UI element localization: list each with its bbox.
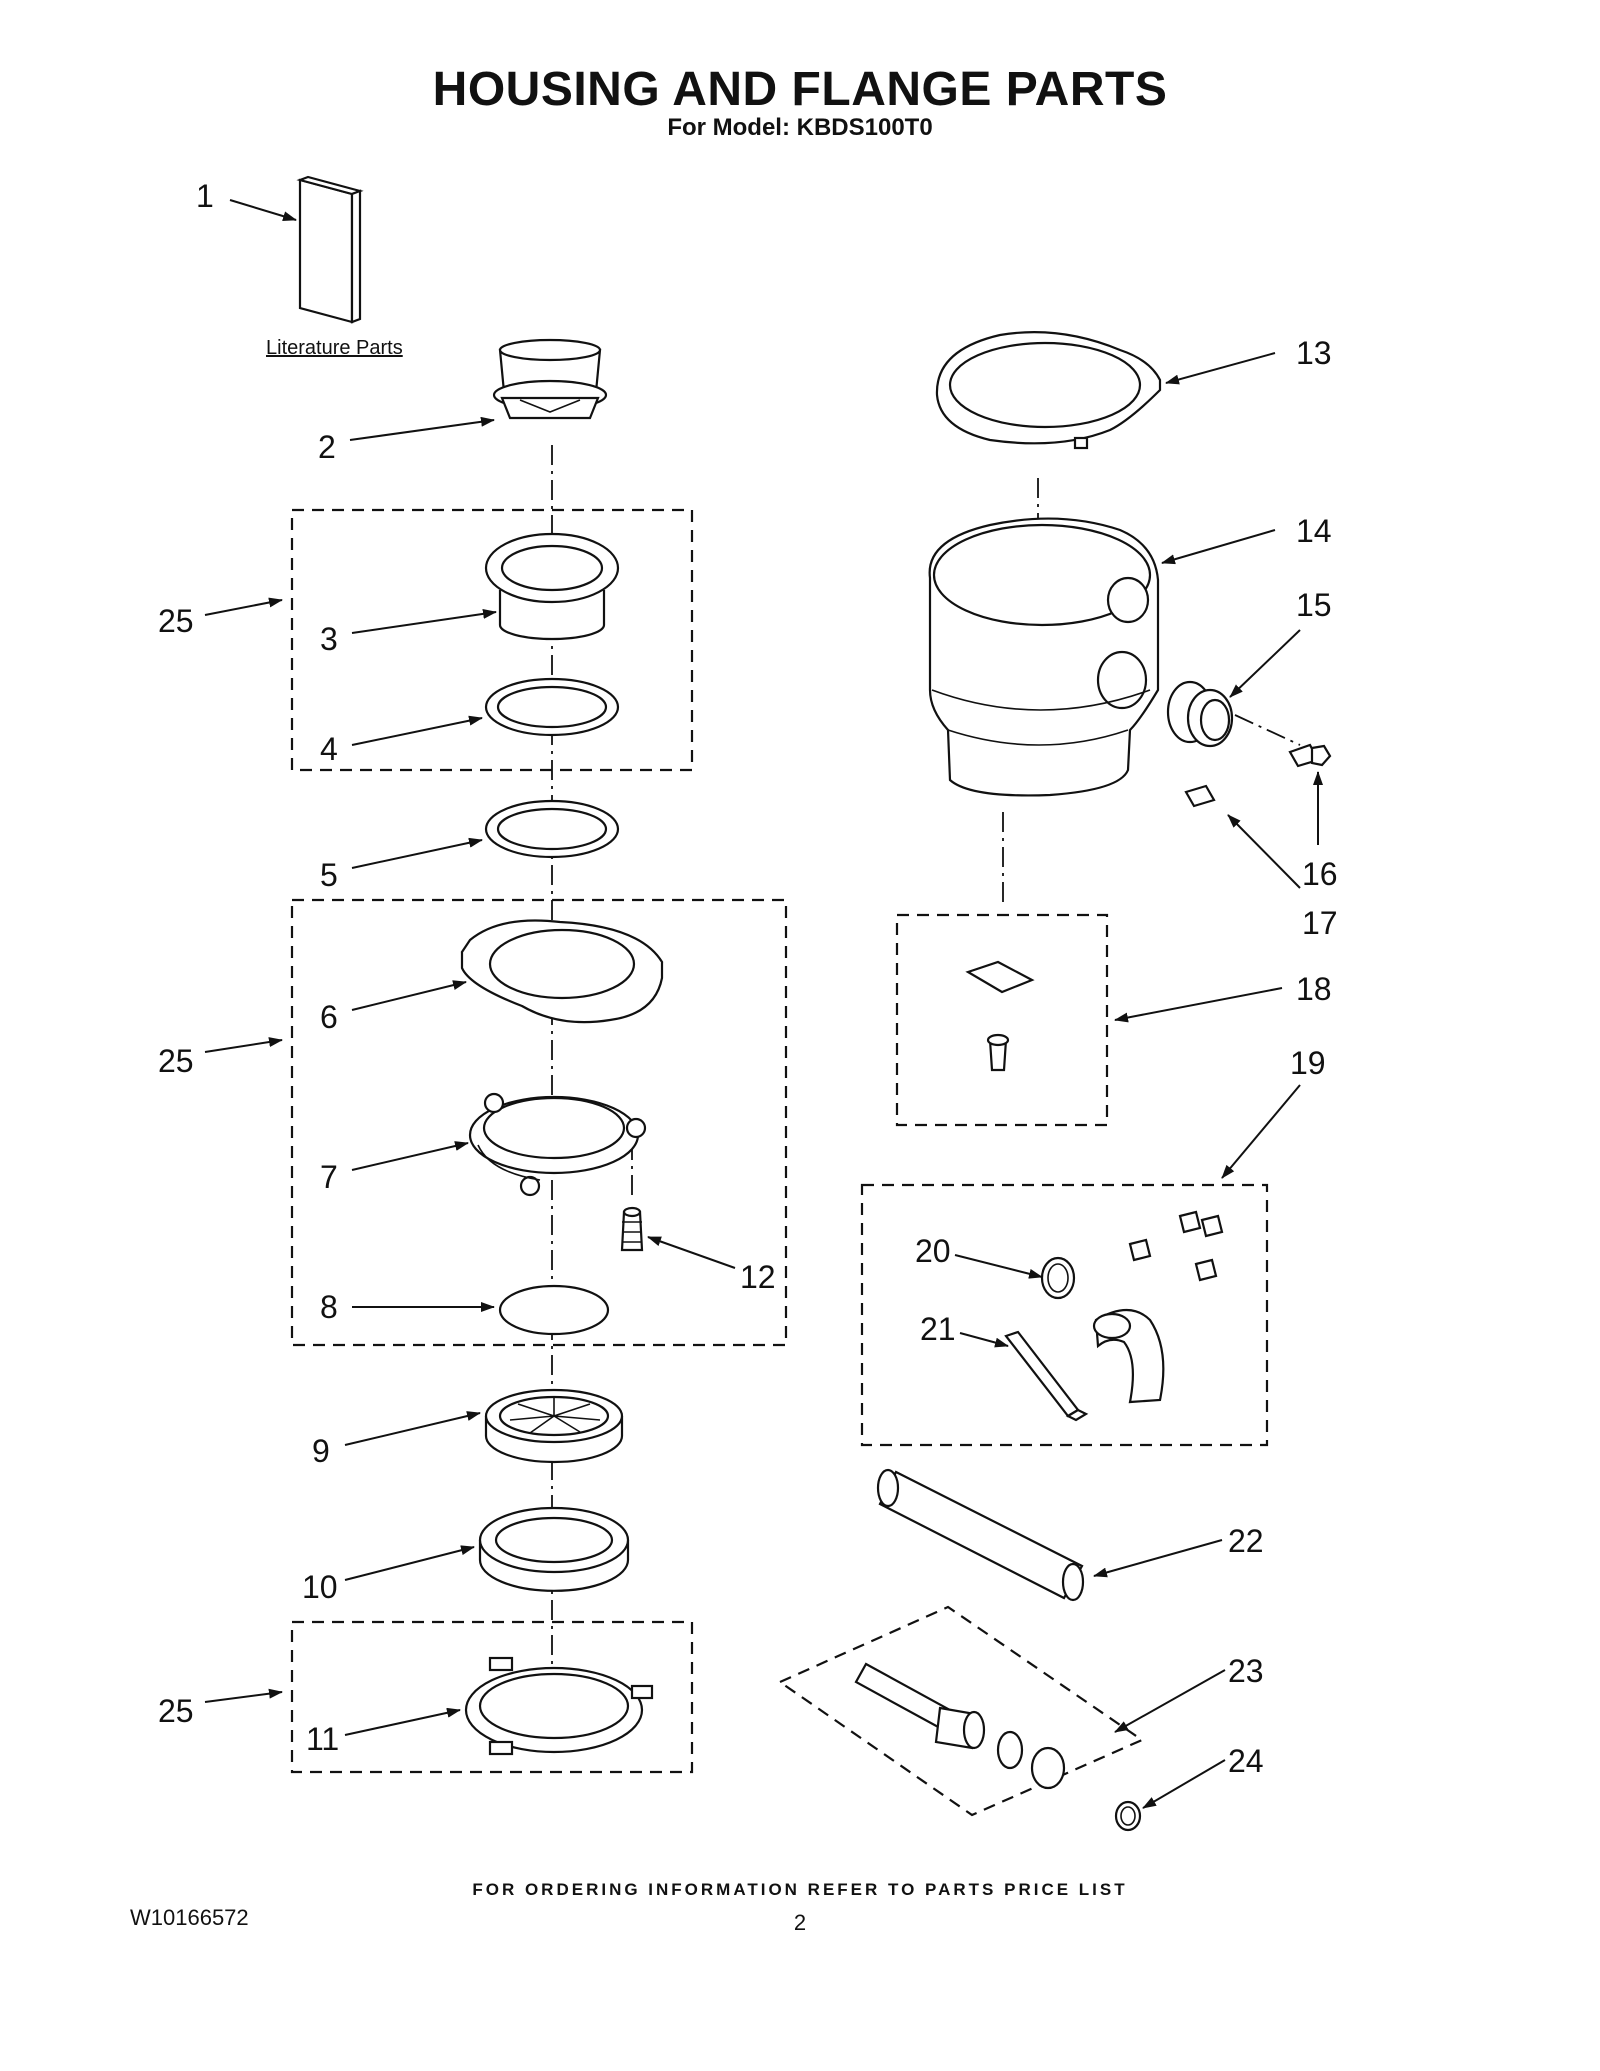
part-18-label-and-screw xyxy=(965,960,1035,1072)
model-subtitle: For Model: KBDS100T0 xyxy=(667,114,933,141)
callout-3: 3 xyxy=(320,621,338,657)
callout-11: 11 xyxy=(306,1721,339,1757)
callout-19: 19 xyxy=(1290,1045,1326,1081)
part-20-clamp-band xyxy=(1040,1256,1076,1300)
leader-lines xyxy=(204,199,1323,1809)
part-23-inlet-kit xyxy=(854,1662,1066,1790)
callout-20: 20 xyxy=(915,1233,951,1269)
callout-23: 23 xyxy=(1228,1653,1264,1689)
part-17-clip xyxy=(1184,784,1216,808)
part-6-fiber-gasket xyxy=(460,919,664,1024)
callout-6: 6 xyxy=(320,999,338,1035)
callout-25-lower: 25 xyxy=(158,1693,194,1729)
part-21-wrench xyxy=(1004,1330,1089,1422)
kit-box-23 xyxy=(777,1605,1145,1817)
document-number: W10166572 xyxy=(130,1905,249,1930)
callout-5: 5 xyxy=(320,857,338,893)
callout-7: 7 xyxy=(320,1159,338,1195)
literature-parts-booklet xyxy=(296,175,364,324)
callout-12: 12 xyxy=(740,1259,776,1295)
callout-17: 17 xyxy=(1302,905,1338,941)
page-number: 2 xyxy=(793,1910,807,1935)
kit-box-19 xyxy=(860,1183,1269,1447)
kit-box-18 xyxy=(895,913,1109,1127)
callout-1: 1 xyxy=(196,178,214,214)
part-11-mounting-ring xyxy=(464,1656,654,1756)
callout-25-upper: 25 xyxy=(158,603,194,639)
axis-part15 xyxy=(1234,714,1301,746)
part-7-backup-flange xyxy=(468,1092,647,1197)
callout-22: 22 xyxy=(1228,1523,1264,1559)
kit-box-middle xyxy=(290,898,788,1347)
callout-24: 24 xyxy=(1228,1743,1264,1779)
callout-8: 8 xyxy=(320,1289,338,1325)
kit-box-upper xyxy=(290,508,694,772)
part-2-stopper xyxy=(492,338,608,420)
callout-14: 14 xyxy=(1296,513,1332,549)
part-8-snap-ring xyxy=(498,1284,610,1336)
part-10-mounting-gasket xyxy=(478,1506,630,1592)
part-15-outlet-fitting xyxy=(1166,680,1234,748)
literature-parts-label: Literature Parts xyxy=(266,337,403,359)
callout-2: 2 xyxy=(318,429,336,465)
ordering-note: FOR ORDERING INFORMATION REFER TO PARTS … xyxy=(472,1880,1128,1899)
part-16-screw xyxy=(1288,743,1332,768)
part-14-housing xyxy=(928,517,1160,797)
part-19-elbow xyxy=(1092,1308,1165,1404)
callout-13: 13 xyxy=(1296,335,1332,371)
part-12-mounting-screw xyxy=(620,1206,644,1252)
part-24-o-ring xyxy=(1114,1800,1142,1832)
callout-10: 10 xyxy=(302,1569,338,1605)
callout-21: 21 xyxy=(920,1311,956,1347)
part-4-gasket xyxy=(484,677,620,737)
callout-9: 9 xyxy=(312,1433,330,1469)
page-title: HOUSING AND FLANGE PARTS xyxy=(432,63,1168,116)
part-22-pipe xyxy=(876,1468,1085,1602)
kit-box-lower xyxy=(290,1620,694,1774)
callout-4: 4 xyxy=(320,731,338,767)
callout-15: 15 xyxy=(1296,587,1332,623)
part-5-gasket xyxy=(484,799,620,859)
part-9-splash-guard xyxy=(484,1388,624,1464)
part-19-screws xyxy=(1128,1210,1224,1282)
callout-25-middle: 25 xyxy=(158,1043,194,1079)
callout-16: 16 xyxy=(1302,856,1338,892)
part-13-top-cover xyxy=(935,331,1162,450)
part-3-sink-flange xyxy=(484,532,620,641)
callout-18: 18 xyxy=(1296,971,1332,1007)
